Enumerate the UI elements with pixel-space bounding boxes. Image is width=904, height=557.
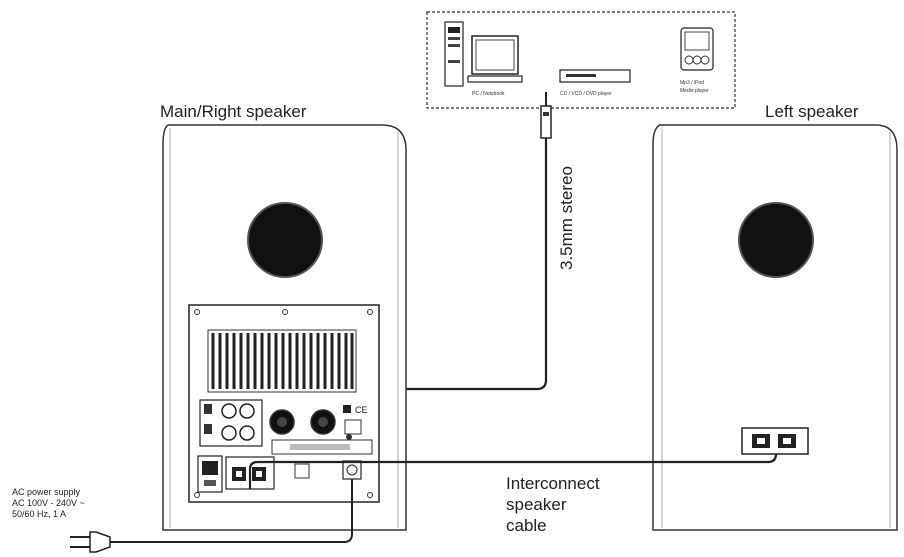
mp3-label-2: Media player <box>680 88 709 94</box>
ac-socket-icon <box>294 460 362 480</box>
ac-power-cable <box>110 479 353 543</box>
interconnect-label-line1: Interconnect <box>506 474 600 493</box>
pc-tower-icon <box>444 21 464 87</box>
mp3-label-1: Mp3 / iPod <box>680 80 704 86</box>
ac-label-line1: AC power supply <box>12 487 81 497</box>
left-speaker-port <box>738 202 814 278</box>
left-speaker-label: Left speaker <box>765 102 859 121</box>
source-devices-group: PC / Notebook CD / VCD / DVD player Mp3 … <box>426 11 736 109</box>
interconnect-label-line3: cable <box>506 516 547 535</box>
certification-marks: CE <box>343 405 368 440</box>
pc-label: PC / Notebook <box>472 91 505 97</box>
ac-label-line2: AC 100V - 240V ~ <box>12 498 85 508</box>
interconnect-label-line2: speaker <box>506 495 567 514</box>
main-speaker-port <box>247 202 323 278</box>
left-speaker-terminal <box>741 427 809 455</box>
ac-plug-icon <box>70 531 111 553</box>
svg-text:CE: CE <box>355 405 368 415</box>
rca-input-jacks <box>199 399 263 447</box>
left-speaker <box>652 124 898 531</box>
stereo-plug-icon <box>540 92 552 139</box>
control-knobs <box>269 409 336 435</box>
main-speaker-label: Main/Right speaker <box>160 102 307 121</box>
mp3-player-icon <box>680 27 714 71</box>
heatsink-fins <box>207 329 357 393</box>
ac-label-line3: 50/60 Hz, 1 A <box>12 509 66 519</box>
stereo-cable <box>248 138 548 407</box>
sources-dashed-box <box>426 11 736 109</box>
power-switch-icon <box>197 455 223 493</box>
stereo-cable-label: 3.5mm stereo <box>557 166 576 270</box>
cd-player-icon <box>559 69 631 83</box>
monitor-icon <box>467 35 523 83</box>
interconnect-cable <box>248 453 778 489</box>
main-right-speaker: CE <box>162 124 407 531</box>
cd-player-label: CD / VCD / DVD player <box>560 91 612 97</box>
